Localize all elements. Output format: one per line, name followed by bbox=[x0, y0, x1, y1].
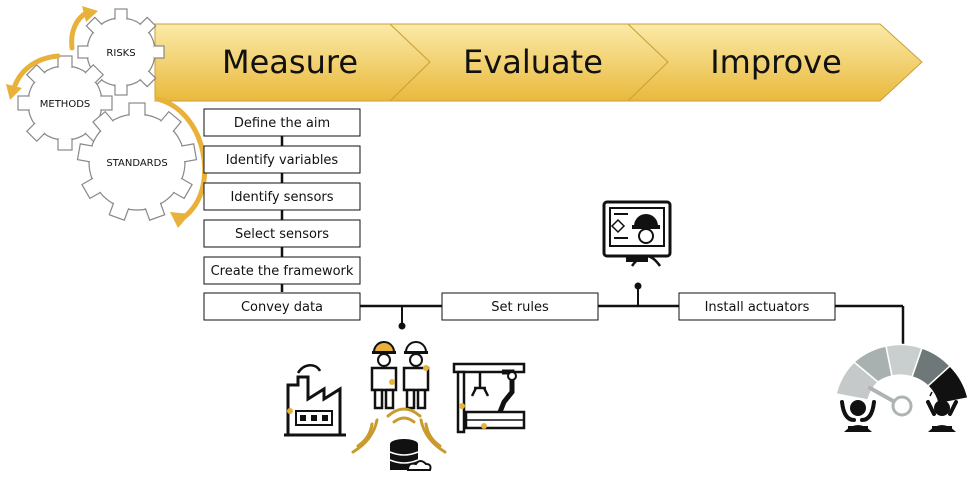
step-install-actuators: Install actuators bbox=[678, 292, 836, 321]
phase-band: Measure Evaluate Improve bbox=[154, 23, 923, 102]
gear-standards: STANDARDS bbox=[76, 102, 198, 221]
worker-right bbox=[402, 341, 430, 410]
gear-label-standards: STANDARDS bbox=[106, 158, 167, 169]
gear-methods: METHODS bbox=[17, 55, 113, 151]
gauge-hub bbox=[891, 395, 913, 417]
step-identify-variables: Identify variables bbox=[203, 145, 361, 174]
svg-text:Define the aim: Define the aim bbox=[234, 116, 330, 131]
rotation-arrowheads bbox=[6, 6, 190, 228]
wifi-arc bbox=[424, 422, 442, 448]
svg-text:Identify variables: Identify variables bbox=[226, 153, 339, 168]
gauge-segment-5 bbox=[926, 364, 969, 405]
svg-text:Install actuators: Install actuators bbox=[705, 300, 810, 315]
stressed-person-icon bbox=[926, 390, 958, 432]
gear-risks: RISKS bbox=[77, 8, 165, 96]
monitor-engineer-icon bbox=[602, 200, 672, 267]
gear-cluster: RISKS METHODS bbox=[6, 6, 208, 228]
wifi-arc bbox=[351, 418, 379, 454]
measure-steps: Define the aim Identify variables Identi… bbox=[203, 108, 361, 321]
svg-text:Convey data: Convey data bbox=[241, 300, 323, 315]
relaxed-person-icon bbox=[840, 400, 876, 432]
step-define-aim: Define the aim bbox=[203, 108, 361, 137]
database-cloud-icon bbox=[389, 439, 432, 471]
svg-text:Select sensors: Select sensors bbox=[235, 227, 329, 242]
step-create-framework: Create the framework bbox=[203, 256, 361, 285]
phase-chevron-improve bbox=[626, 23, 923, 102]
arrowhead-standards bbox=[170, 212, 190, 228]
arrowhead-risks bbox=[82, 6, 98, 22]
wifi-arc bbox=[419, 418, 447, 454]
step-identify-sensors: Identify sensors bbox=[203, 182, 361, 211]
flow-line: Set rules Install actuators bbox=[360, 282, 913, 376]
wifi-arc bbox=[392, 416, 416, 424]
rotation-arrow-methods bbox=[11, 53, 61, 91]
gear-label-risks: RISKS bbox=[106, 48, 135, 59]
robot-arm-icon bbox=[452, 362, 526, 434]
monitor-tap-dot bbox=[634, 282, 642, 290]
step-select-sensors: Select sensors bbox=[203, 219, 361, 248]
phase-label-measure: Measure bbox=[222, 43, 358, 81]
gear-label-methods: METHODS bbox=[40, 99, 91, 110]
worker-left bbox=[370, 341, 398, 410]
arrowhead-methods bbox=[6, 84, 22, 100]
factory-icon bbox=[284, 364, 346, 437]
phase-label-improve: Improve bbox=[710, 43, 842, 81]
sensor-tap-dot bbox=[398, 322, 406, 330]
svg-text:Identify sensors: Identify sensors bbox=[230, 190, 333, 205]
stress-gauge-icon bbox=[835, 343, 969, 417]
svg-text:Create the framework: Create the framework bbox=[211, 264, 354, 279]
svg-text:Set rules: Set rules bbox=[491, 300, 549, 315]
step-convey-data: Convey data bbox=[203, 292, 361, 321]
wifi-arc bbox=[356, 422, 374, 448]
wifi-signal-icon bbox=[351, 407, 447, 454]
step-set-rules: Set rules bbox=[441, 292, 599, 321]
phase-label-evaluate: Evaluate bbox=[463, 43, 603, 81]
workers-icon bbox=[370, 341, 430, 410]
wifi-arc bbox=[386, 407, 422, 418]
